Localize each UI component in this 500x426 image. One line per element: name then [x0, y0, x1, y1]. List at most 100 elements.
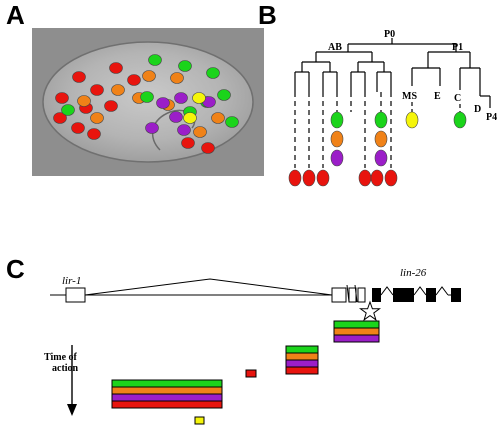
- panel-a-micrograph: [32, 28, 264, 176]
- orange-cell-8: [193, 126, 207, 138]
- orange-cell-9: [211, 112, 225, 124]
- label-p1: P1: [452, 42, 463, 53]
- lineage-red-cell-2: [302, 169, 316, 187]
- lineage-red-cell-3: [316, 169, 330, 187]
- lineage-red-cell-6: [384, 169, 398, 187]
- time-of-action-bars: [111, 320, 380, 425]
- red-cell-10: [87, 128, 101, 140]
- stack-late-purple: [333, 334, 380, 343]
- star-icon: [358, 300, 382, 322]
- stack-mid-red: [285, 366, 319, 375]
- lineage-red-cell-4: [358, 169, 372, 187]
- lineage-purple-cell-2: [374, 149, 388, 167]
- red-cell-5: [55, 92, 69, 104]
- stack-early-orange: [111, 386, 223, 395]
- lineage-orange-cell-1: [330, 130, 344, 148]
- orange-cell-3: [170, 72, 184, 84]
- lin26-exon-2: [348, 287, 357, 303]
- orange-cell-5: [90, 112, 104, 124]
- red-cell-2: [90, 84, 104, 96]
- lineage-c-cell: [453, 111, 467, 129]
- lin26-exon-3: [357, 287, 366, 303]
- lineage-labels: P0 AB P1 MS E C D P4: [328, 29, 497, 123]
- orange-cell-2: [142, 70, 156, 82]
- lineage-cells: [288, 111, 467, 187]
- lin26-exon-5: [393, 288, 414, 302]
- lineage-red-cell-5: [370, 169, 384, 187]
- lineage-green-cell-2: [374, 111, 388, 129]
- purple-cell-6: [177, 124, 191, 136]
- lin26-exon-7: [451, 288, 461, 302]
- stack-mid-purple: [285, 359, 319, 368]
- green-cell-7: [225, 116, 239, 128]
- exon-tick-2: [354, 284, 358, 303]
- stack-mid-orange: [285, 352, 319, 361]
- yellow-cell-2: [183, 112, 197, 124]
- red-cell-3: [109, 62, 123, 74]
- splice-3: [435, 286, 449, 296]
- label-ab: AB: [328, 42, 342, 53]
- stack-mid-green: [285, 345, 319, 354]
- lin26-exon-6: [426, 288, 436, 302]
- lin26-label: lin-26: [400, 267, 427, 279]
- label-ms: MS: [402, 91, 417, 102]
- lin26-exon-1: [331, 287, 347, 303]
- single-red-bar: [245, 369, 257, 378]
- gene-diagram: [50, 278, 461, 322]
- red-cell-9: [71, 122, 85, 134]
- panel-b-letter: B: [258, 0, 277, 30]
- green-cell-5: [61, 104, 75, 116]
- panel-c-letter: C: [6, 254, 25, 284]
- exon-tick-1: [346, 284, 350, 303]
- label-c: C: [454, 93, 461, 104]
- red-cell-12: [201, 142, 215, 154]
- lin26-exon-4: [372, 288, 381, 302]
- time-axis-label-2: action: [52, 363, 79, 374]
- red-cell-1: [72, 71, 86, 83]
- lineage-ms-cell: [405, 111, 419, 129]
- embryo-cells: [53, 54, 239, 154]
- purple-cell-1: [156, 97, 170, 109]
- ms-c-dashed: [411, 102, 461, 112]
- red-cell-8: [53, 112, 67, 124]
- lineage-orange-cell-2: [374, 130, 388, 148]
- green-cell-4: [140, 91, 154, 103]
- stack-late-green: [333, 320, 380, 329]
- label-p0: P0: [384, 29, 395, 40]
- stack-late-orange: [333, 327, 380, 336]
- lir1-splice: [84, 278, 333, 296]
- lineage-purple-cell-1: [330, 149, 344, 167]
- splice-1: [380, 286, 394, 296]
- panel-a-letter: A: [6, 0, 25, 30]
- purple-cell-3: [169, 111, 183, 123]
- green-cell-6: [217, 89, 231, 101]
- dashed-lineage-lines: [294, 92, 392, 168]
- orange-cell-1: [111, 84, 125, 96]
- lineage-red-cell-1: [288, 169, 302, 187]
- single-yellow-bar: [194, 416, 205, 425]
- green-cell-3: [206, 67, 220, 79]
- red-cell-11: [181, 137, 195, 149]
- splice-2: [413, 286, 427, 296]
- lir1-exon: [65, 287, 86, 303]
- orange-cell-4: [77, 95, 91, 107]
- label-p4: P4: [486, 112, 497, 123]
- green-cell-1: [148, 54, 162, 66]
- red-cell-7: [104, 100, 118, 112]
- stack-early-green: [111, 379, 223, 388]
- stack-early-purple: [111, 393, 223, 402]
- time-axis-label-1: Time of: [44, 352, 78, 363]
- green-cell-2: [178, 60, 192, 72]
- stack-early-red: [111, 400, 223, 409]
- red-cell-4: [127, 74, 141, 86]
- purple-cell-2: [174, 92, 188, 104]
- lineage-green-cell-1: [330, 111, 344, 129]
- purple-cell-5: [145, 122, 159, 134]
- label-e: E: [434, 91, 441, 102]
- panel-b-lineage-tree: [294, 38, 491, 168]
- yellow-cell-1: [192, 92, 206, 104]
- time-axis-arrowhead: [67, 404, 77, 416]
- label-d: D: [474, 104, 481, 115]
- lir1-label: lir-1: [62, 275, 81, 287]
